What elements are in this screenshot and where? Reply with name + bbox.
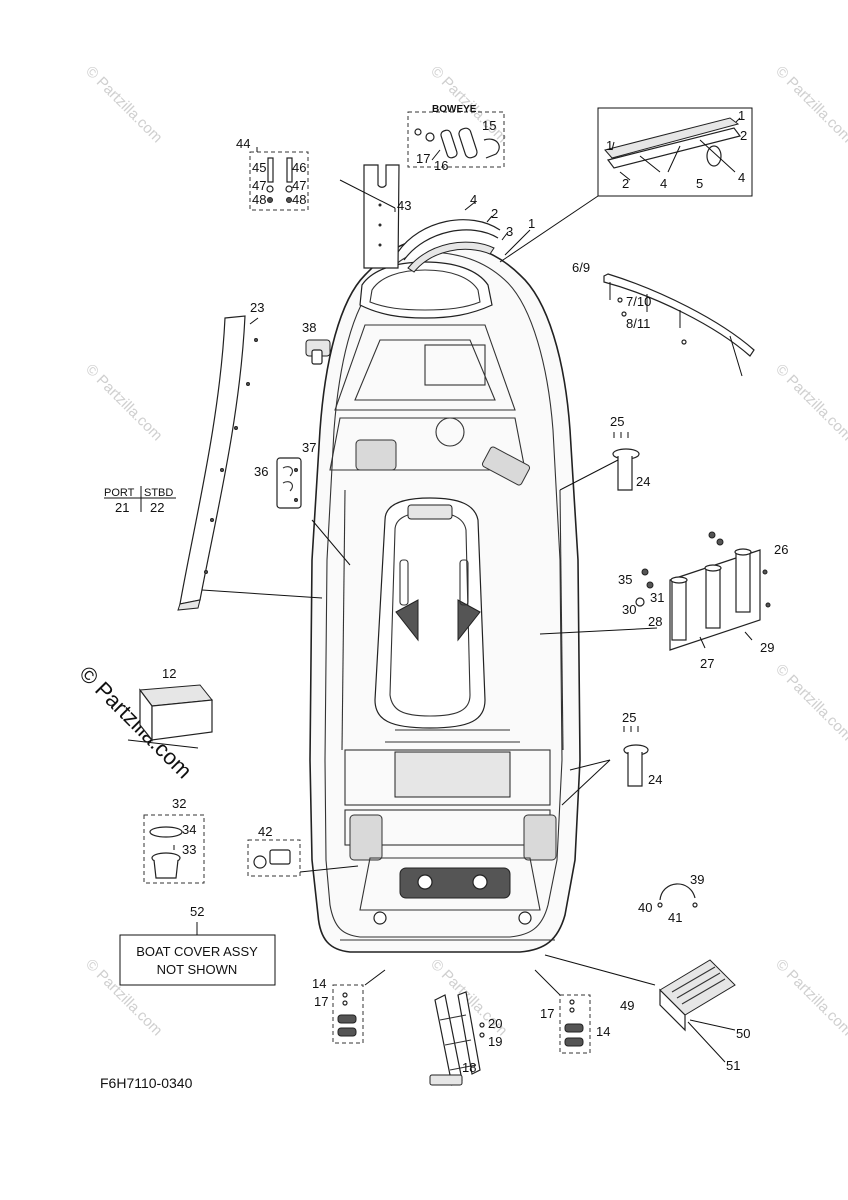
watermark: © Partzilla.com	[772, 361, 848, 444]
cleat-set-left	[332, 969, 386, 1044]
callout-47: 47	[252, 178, 266, 193]
rod-holder-24-top	[559, 432, 640, 491]
callout-40: 40	[638, 900, 652, 915]
label-boweye: BOWEYE	[432, 104, 477, 115]
rod-holder-24-bottom	[561, 726, 649, 806]
bow-rail	[603, 273, 755, 377]
callout-25: 25	[610, 414, 624, 429]
callout-48: 48	[292, 192, 306, 207]
callout-6-9: 6/9	[572, 260, 590, 275]
callout-12: 12	[162, 666, 176, 681]
boarding-ladder	[429, 991, 485, 1086]
callout-47: 47	[292, 178, 306, 193]
callout-48: 48	[252, 192, 266, 207]
watermark: © Partzilla.com	[772, 661, 848, 744]
callout-2: 2	[622, 176, 629, 191]
callout-14: 14	[312, 976, 326, 991]
part-38-latch	[305, 339, 331, 365]
callout-19: 19	[488, 1034, 502, 1049]
callout-16: 16	[434, 158, 448, 173]
callout-27: 27	[700, 656, 714, 671]
callout-26: 26	[774, 542, 788, 557]
drawing-code: F6H7110-0340	[100, 1075, 193, 1091]
callout-43: 43	[397, 198, 411, 213]
callout-1: 1	[738, 108, 745, 123]
cup-holder-32	[143, 814, 205, 884]
callout-49: 49	[620, 998, 634, 1013]
callout-30: 30	[622, 602, 636, 617]
callout-44: 44	[236, 136, 250, 151]
watermark: © Partzilla.com	[772, 956, 848, 1039]
note-line-1: BOAT COVER ASSY	[136, 944, 258, 959]
callout-31: 31	[650, 590, 664, 605]
callout-35: 35	[618, 572, 632, 587]
callout-34: 34	[182, 822, 196, 837]
bow-trim-assembly	[397, 201, 531, 273]
callout-2: 2	[740, 128, 747, 143]
callout-36: 36	[254, 464, 268, 479]
callout-24: 24	[636, 474, 650, 489]
callout-52: 52	[190, 904, 204, 919]
callout-46: 46	[292, 160, 306, 175]
callout-18: 18	[462, 1060, 476, 1075]
watermark: © Partzilla.com	[82, 361, 165, 444]
callout-14: 14	[596, 1024, 610, 1039]
boweye-assembly	[407, 111, 505, 168]
callout-2: 2	[491, 206, 498, 221]
note-line-2: NOT SHOWN	[157, 962, 238, 977]
cooler-12	[127, 684, 213, 749]
watermark: © Partzilla.com	[772, 63, 848, 146]
callout-8-11: 8/11	[626, 316, 650, 331]
callout-25: 25	[622, 710, 636, 725]
callout-28: 28	[648, 614, 662, 629]
label-port: PORT	[104, 487, 135, 499]
part-42-switch	[247, 839, 359, 877]
boat-hull	[309, 239, 581, 953]
callout-50: 50	[736, 1026, 750, 1041]
callout-38: 38	[302, 320, 316, 335]
part-36-hooks	[276, 457, 351, 566]
note-box: BOAT COVER ASSY NOT SHOWN	[119, 922, 276, 986]
callout-4: 4	[738, 170, 745, 185]
callout-4: 4	[470, 192, 477, 207]
grab-handle-39	[657, 883, 698, 908]
callout-17: 17	[314, 994, 328, 1009]
callout-24: 24	[648, 772, 662, 787]
callout-37: 37	[302, 440, 316, 455]
label-stbd: STBD	[144, 487, 173, 499]
callout-51: 51	[726, 1058, 740, 1073]
callout-3: 3	[506, 224, 513, 239]
callout-32: 32	[172, 796, 186, 811]
spray-rail-23	[177, 315, 323, 611]
callout-1: 1	[606, 138, 613, 153]
callout-33: 33	[182, 842, 196, 857]
callout-15: 15	[482, 118, 496, 133]
rod-rack-26	[539, 531, 771, 651]
callout-21: 21	[115, 500, 129, 515]
windshield-trim-inset	[499, 107, 753, 263]
bolt-set-44	[249, 147, 309, 211]
callout-17: 17	[540, 1006, 554, 1021]
callout-41: 41	[668, 910, 682, 925]
callout-39: 39	[690, 872, 704, 887]
watermark: © Partzilla.com	[82, 956, 165, 1039]
callout-5: 5	[696, 176, 703, 191]
callout-1: 1	[528, 216, 535, 231]
callout-20: 20	[488, 1016, 502, 1031]
callout-17: 17	[416, 151, 430, 166]
cleat-set-right	[534, 969, 591, 1054]
callout-22: 22	[150, 500, 164, 515]
swim-step	[544, 954, 736, 1063]
callout-45: 45	[252, 160, 266, 175]
callout-labels: BOWEYE 15 17 16 1 2 1 2 4 5 4 44 45 46 4…	[100, 104, 788, 1091]
part-43-handle	[339, 164, 400, 269]
callout-23: 23	[250, 300, 264, 315]
callout-7-10: 7/10	[626, 294, 651, 309]
callout-42: 42	[258, 824, 272, 839]
callout-4: 4	[660, 176, 667, 191]
watermark: © Partzilla.com	[82, 63, 165, 146]
callout-29: 29	[760, 640, 774, 655]
